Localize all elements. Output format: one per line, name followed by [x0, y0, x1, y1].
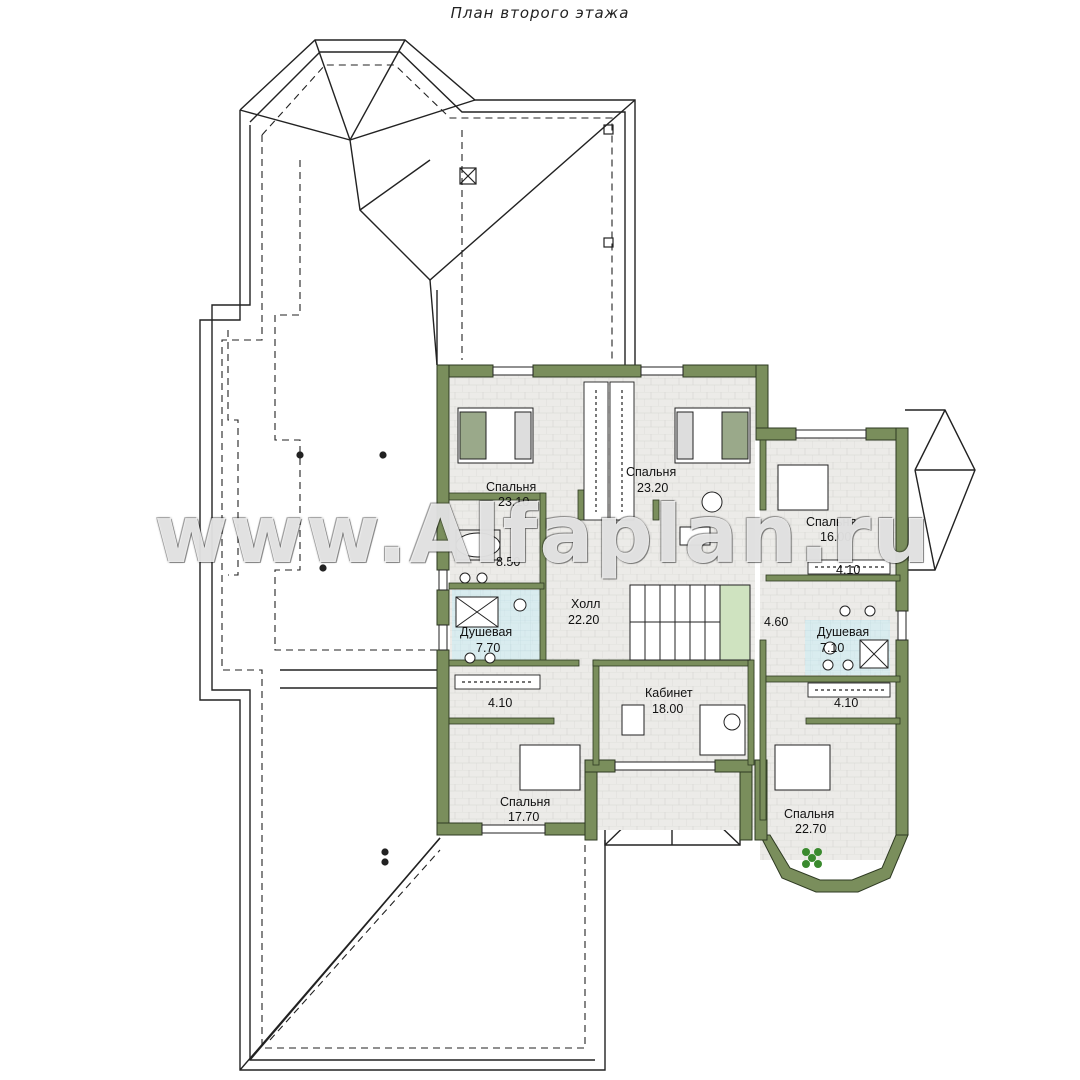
room-label-bedroom-n: Спальня — [626, 465, 676, 479]
room-area-bedroom-n: 23.20 — [637, 481, 668, 495]
room-area-bedroom-nw: 23.10 — [498, 495, 529, 509]
room-label-shower-e: Душевая — [817, 625, 869, 639]
room-area-hall: 22.20 — [568, 613, 599, 627]
room-area-closet-sw: 4.10 — [488, 696, 512, 710]
room-area-study: 18.00 — [652, 702, 683, 716]
room-area-bedroom-ne: 16.00 — [820, 530, 851, 544]
staircase — [629, 584, 751, 661]
room-area-closet-se: 4.10 — [834, 696, 858, 710]
plant-icon — [802, 848, 822, 868]
room-label-bedroom-ne: Спальня — [806, 515, 856, 529]
roof-fixtures — [296, 124, 614, 866]
room-label-study: Кабинет — [645, 686, 693, 700]
plan-title: План второго этажа — [450, 4, 630, 22]
exterior-walls — [436, 364, 909, 893]
room-area-bedroom-sw: 17.70 — [508, 810, 539, 824]
wardrobe-hatch — [462, 390, 884, 691]
room-label-bedroom-se: Спальня — [784, 807, 834, 821]
interior-walls — [448, 439, 901, 821]
room-area-shower-e: 7.10 — [820, 641, 844, 655]
sanitary-fixtures — [455, 491, 889, 671]
room-label-bedroom-sw: Спальня — [500, 795, 550, 809]
room-area-shower-w: 7.70 — [476, 641, 500, 655]
room-label-shower-w: Душевая — [460, 625, 512, 639]
room-area-corridor-e: 4.60 — [764, 615, 788, 629]
room-area-bath-w: 8.50 — [496, 555, 520, 569]
room-label-bedroom-nw: Спальня — [486, 480, 536, 494]
room-area-bedroom-se: 22.70 — [795, 822, 826, 836]
windows — [438, 366, 907, 834]
room-label-hall: Холл — [571, 597, 600, 611]
room-area-closet-ne: 4.10 — [836, 563, 860, 577]
beds — [457, 407, 831, 791]
